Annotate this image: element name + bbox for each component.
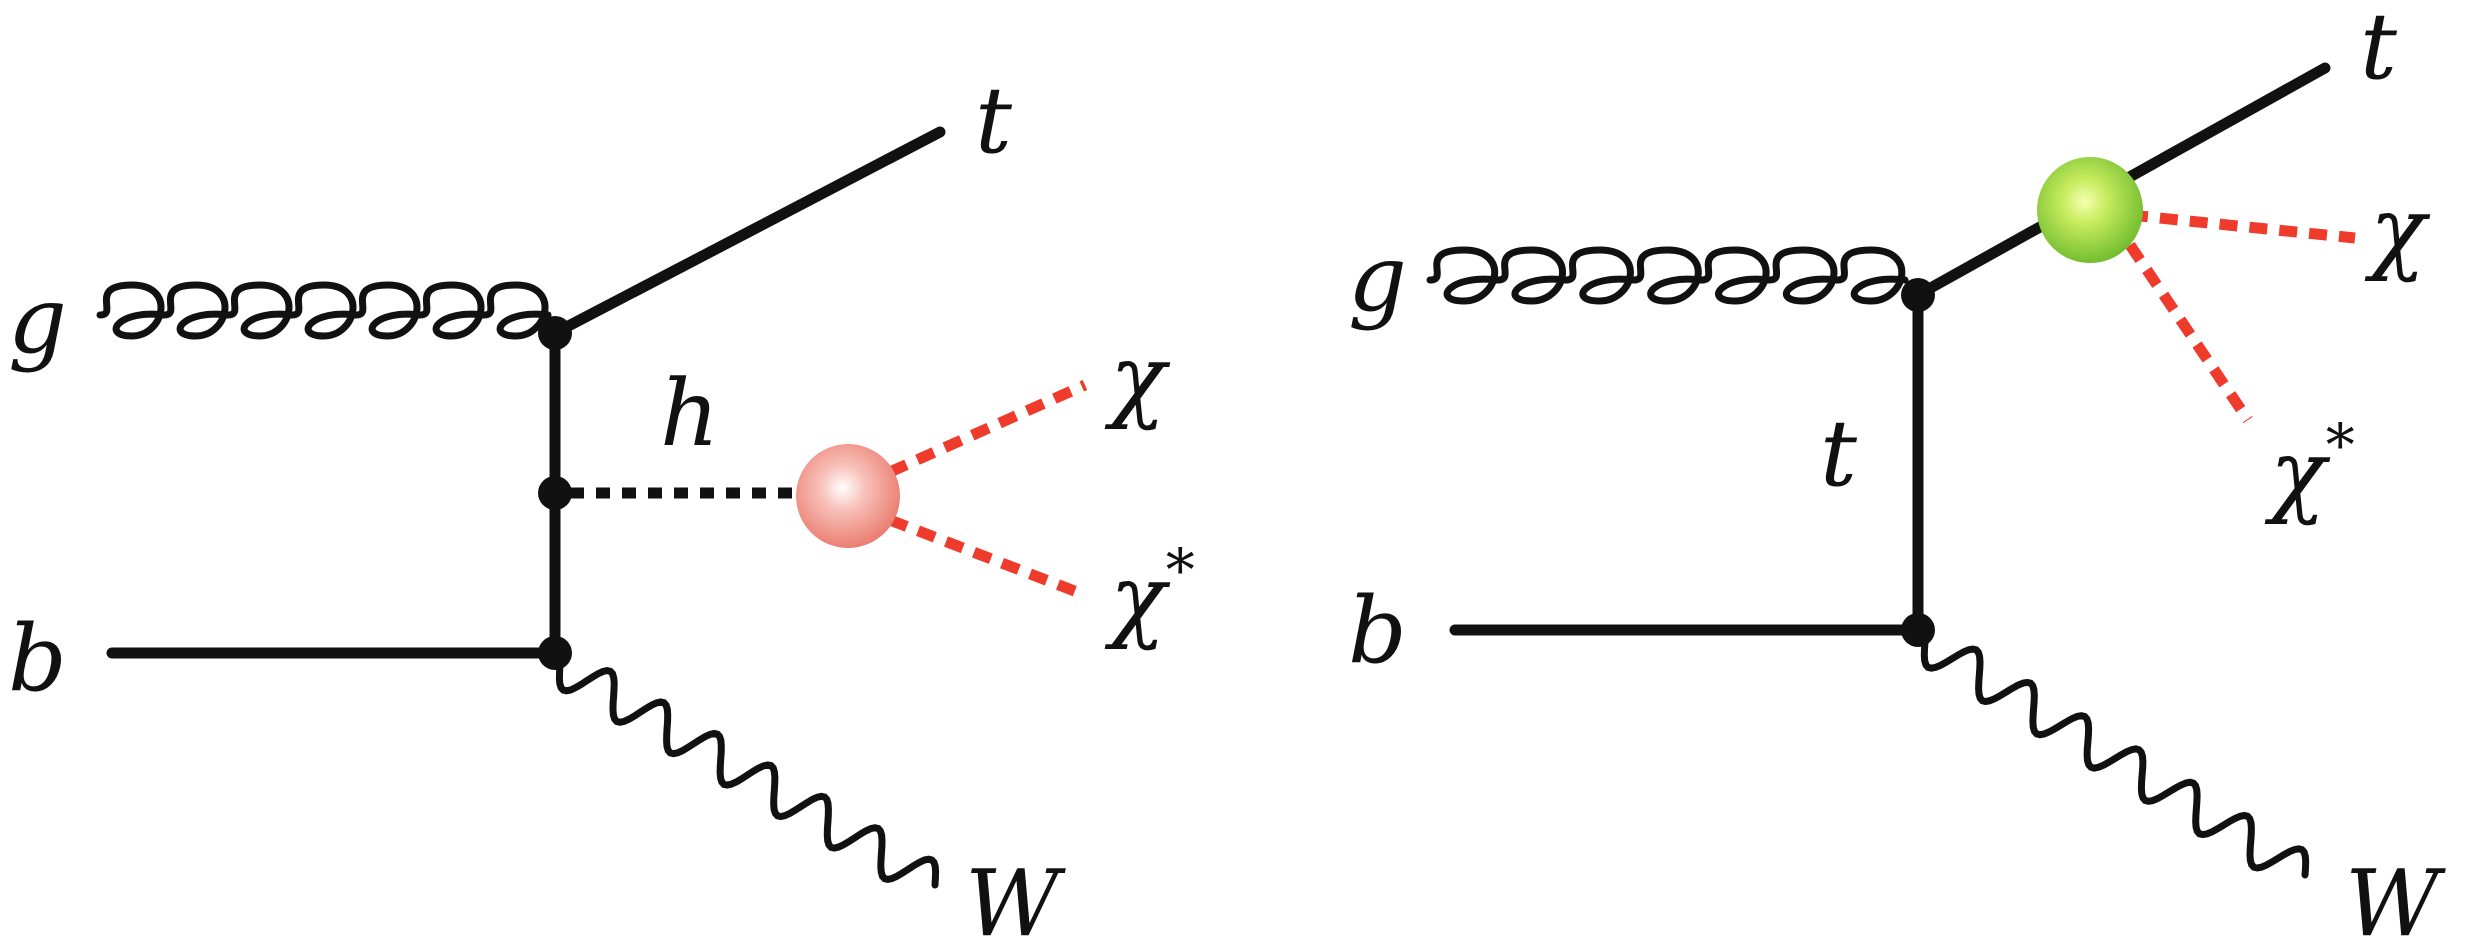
label-chi-star: χ* bbox=[1104, 536, 1195, 652]
label-w: W bbox=[2345, 850, 2446, 951]
w-boson-line bbox=[1920, 638, 2310, 879]
label-chi: χ bbox=[1104, 325, 1171, 432]
gluon-line bbox=[96, 281, 552, 340]
label-gluon: g bbox=[1348, 225, 1407, 332]
vertex-bw bbox=[1901, 613, 1935, 647]
label-higgs: h bbox=[660, 360, 719, 467]
top-quark-line bbox=[549, 126, 946, 339]
dm-line-chi bbox=[2129, 209, 2356, 244]
label-w: W bbox=[965, 850, 1066, 951]
dm-line-chi bbox=[887, 379, 1088, 478]
right-diagram: g b t t χ χ* W bbox=[1348, 0, 2446, 951]
gluon-line bbox=[1426, 246, 1909, 305]
label-chi-star: χ* bbox=[2264, 411, 2355, 527]
top-dm-blob bbox=[2037, 157, 2143, 263]
label-top: t bbox=[975, 67, 1013, 174]
higgs-dm-blob bbox=[796, 444, 900, 548]
vertex-gtb bbox=[538, 316, 572, 350]
label-bottom: b bbox=[1348, 577, 1407, 684]
label-chi: χ bbox=[2364, 177, 2431, 284]
vertex-bw bbox=[538, 636, 572, 670]
left-diagram: g b t h χ χ* W bbox=[8, 67, 1195, 951]
vertex-gtb bbox=[1901, 278, 1935, 312]
label-gluon: g bbox=[8, 267, 67, 374]
label-top-out: t bbox=[2360, 0, 2398, 100]
vertex-higgs bbox=[538, 476, 572, 510]
w-boson-line bbox=[555, 661, 940, 889]
dm-line-chi-star bbox=[888, 514, 1087, 601]
dm-line-chi-star bbox=[2125, 241, 2253, 424]
label-bottom: b bbox=[8, 605, 67, 712]
label-top-internal: t bbox=[1820, 400, 1858, 507]
